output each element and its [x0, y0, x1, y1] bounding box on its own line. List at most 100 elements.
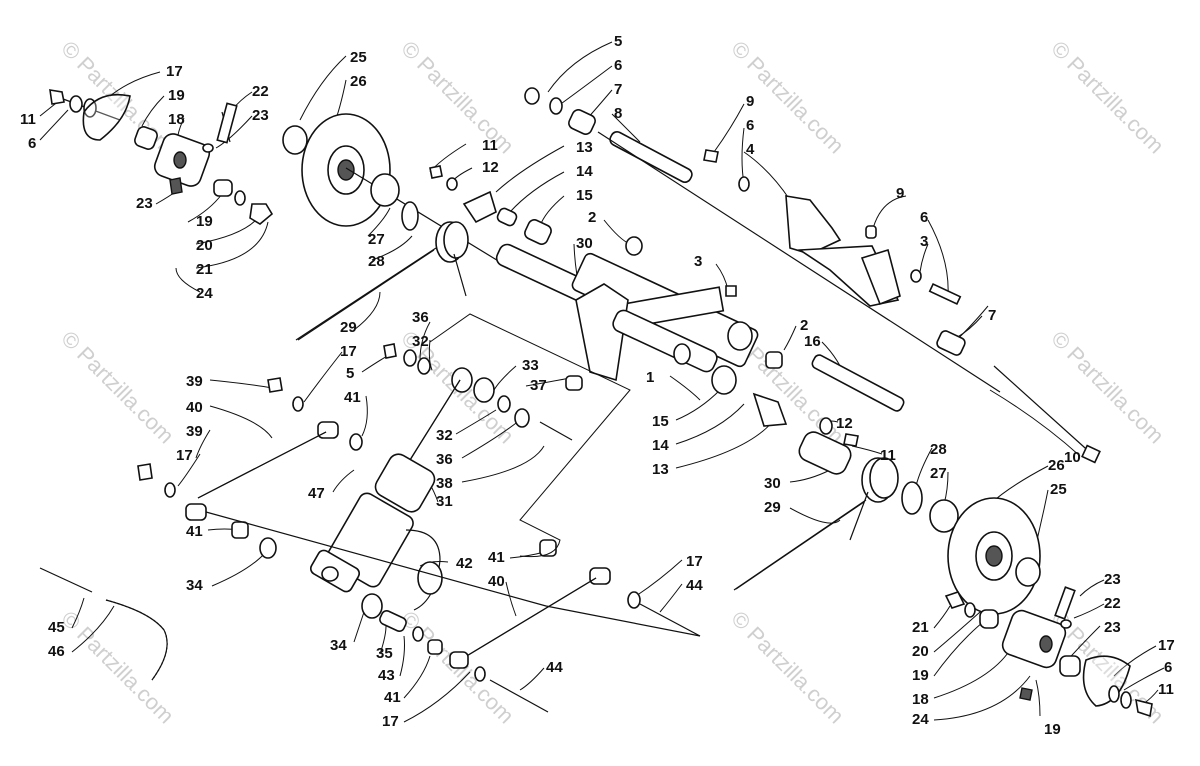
part-callout-23: 23 [1104, 619, 1121, 636]
part-callout-23: 23 [252, 107, 269, 124]
part-callout-31: 31 [436, 493, 453, 510]
part-callout-17: 17 [340, 343, 357, 360]
part-callout-29: 29 [764, 499, 781, 516]
part-callout-7: 7 [988, 307, 996, 324]
part-callout-34: 34 [330, 637, 347, 654]
callout-labels: 1161719182223231920212425262728291112131… [20, 33, 1175, 738]
part-callout-17: 17 [686, 553, 703, 570]
part-callout-38: 38 [436, 475, 453, 492]
watermark-text: © Partzilla.com [726, 36, 849, 159]
part-callout-7: 7 [614, 81, 622, 98]
part-callout-25: 25 [350, 49, 367, 66]
part-callout-21: 21 [912, 619, 929, 636]
part-callout-9: 9 [746, 93, 754, 110]
part-callout-20: 20 [196, 237, 213, 254]
part-callout-5: 5 [614, 33, 622, 50]
part-callout-34: 34 [186, 577, 203, 594]
part-callout-12: 12 [482, 159, 499, 176]
part-callout-5: 5 [346, 365, 354, 382]
part-callout-36: 36 [412, 309, 429, 326]
part-callout-27: 27 [368, 231, 385, 248]
part-callout-43: 43 [378, 667, 395, 684]
part-callout-42: 42 [456, 555, 473, 572]
part-callout-44: 44 [686, 577, 703, 594]
part-callout-15: 15 [652, 413, 669, 430]
part-callout-47: 47 [308, 485, 325, 502]
part-callout-14: 14 [652, 437, 669, 454]
part-callout-11: 11 [1158, 681, 1174, 698]
part-callout-3: 3 [694, 253, 702, 270]
part-callout-18: 18 [168, 111, 185, 128]
part-callout-25: 25 [1050, 481, 1067, 498]
part-callout-17: 17 [382, 713, 399, 730]
part-callout-17: 17 [176, 447, 193, 464]
part-callout-45: 45 [48, 619, 65, 636]
part-callout-32: 32 [412, 333, 429, 350]
part-callout-6: 6 [614, 57, 622, 74]
part-callout-19: 19 [1044, 721, 1061, 738]
part-callout-21: 21 [196, 261, 213, 278]
part-callout-13: 13 [652, 461, 669, 478]
part-callout-10: 10 [1064, 449, 1081, 466]
part-callout-29: 29 [340, 319, 357, 336]
part-callout-1: 1 [646, 369, 654, 386]
part-callout-6: 6 [1164, 659, 1172, 676]
part-callout-26: 26 [1048, 457, 1065, 474]
part-callout-41: 41 [384, 689, 401, 706]
part-callout-24: 24 [912, 711, 929, 728]
part-callout-35: 35 [376, 645, 393, 662]
part-callout-18: 18 [912, 691, 929, 708]
part-callout-9: 9 [896, 185, 904, 202]
part-callout-22: 22 [252, 83, 269, 100]
part-callout-11: 11 [880, 447, 896, 464]
part-callout-23: 23 [136, 195, 153, 212]
part-callout-22: 22 [1104, 595, 1121, 612]
part-callout-28: 28 [368, 253, 385, 270]
part-callout-15: 15 [576, 187, 593, 204]
watermark-text: © Partzilla.com [56, 326, 179, 449]
part-callout-41: 41 [488, 549, 505, 566]
watermark-text: © Partzilla.com [726, 606, 849, 729]
part-callout-20: 20 [912, 643, 929, 660]
part-callout-41: 41 [344, 389, 361, 406]
part-callout-33: 33 [522, 357, 539, 374]
part-callout-39: 39 [186, 373, 203, 390]
parts-layer [39, 87, 1153, 718]
part-callout-3: 3 [920, 233, 928, 250]
part-callout-17: 17 [1158, 637, 1175, 654]
part-callout-11: 11 [20, 111, 36, 128]
part-callout-11: 11 [482, 137, 498, 154]
part-callout-23: 23 [1104, 571, 1121, 588]
leader-lines [39, 41, 1165, 723]
part-callout-39: 39 [186, 423, 203, 440]
part-callout-2: 2 [800, 317, 808, 334]
watermark-text: © Partzilla.com [1046, 36, 1169, 159]
part-callout-8: 8 [614, 105, 622, 122]
part-callout-30: 30 [764, 475, 781, 492]
part-callout-41: 41 [186, 523, 203, 540]
part-callout-26: 26 [350, 73, 367, 90]
part-callout-6: 6 [920, 209, 928, 226]
part-callout-17: 17 [166, 63, 183, 80]
part-callout-19: 19 [912, 667, 929, 684]
part-callout-16: 16 [804, 333, 821, 350]
part-callout-4: 4 [746, 141, 755, 158]
part-callout-46: 46 [48, 643, 65, 660]
part-callout-6: 6 [28, 135, 36, 152]
part-callout-19: 19 [168, 87, 185, 104]
part-callout-2: 2 [588, 209, 596, 226]
part-callout-19: 19 [196, 213, 213, 230]
part-callout-32: 32 [436, 427, 453, 444]
part-callout-13: 13 [576, 139, 593, 156]
part-callout-14: 14 [576, 163, 593, 180]
part-callout-37: 37 [530, 377, 547, 394]
part-callout-40: 40 [488, 573, 505, 590]
part-callout-12: 12 [836, 415, 853, 432]
part-callout-30: 30 [576, 235, 593, 252]
part-callout-24: 24 [196, 285, 213, 302]
part-callout-44: 44 [546, 659, 563, 676]
watermark-text: © Partzilla.com [396, 36, 519, 159]
part-callout-27: 27 [930, 465, 947, 482]
part-callout-36: 36 [436, 451, 453, 468]
